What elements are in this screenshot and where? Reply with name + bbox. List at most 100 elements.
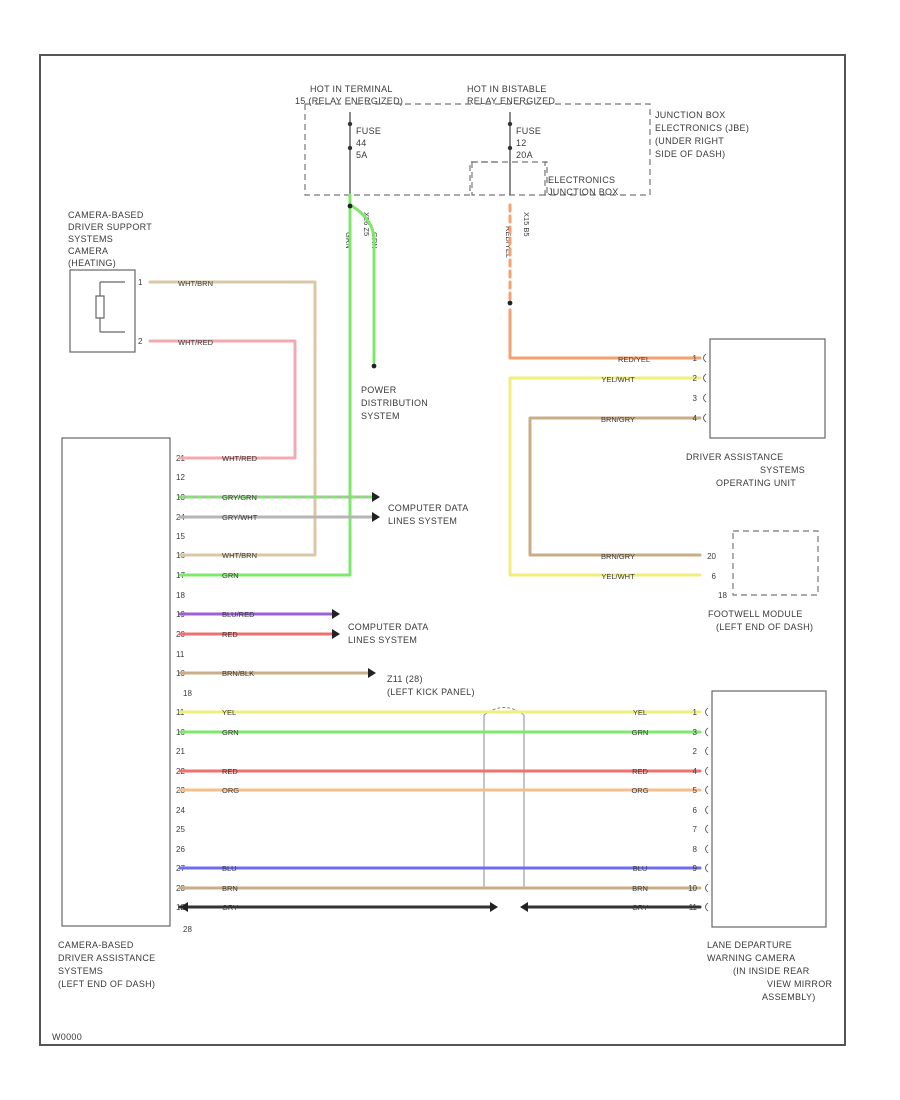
power-distribution-dot [371, 363, 377, 369]
lane-camera-label-line-1: LANE DEPARTURE [707, 940, 792, 950]
power-distribution-line-1: POWER [361, 385, 397, 395]
left-module-pins: 2112132415161718192011101110212223242526… [176, 454, 185, 912]
footwell-wire-label-1: BRN/GRY [601, 552, 635, 561]
left-wire-label-2: GRY/WHT [222, 513, 258, 522]
footwell-module-box [732, 530, 819, 596]
lane-departure-camera-box [711, 690, 827, 928]
lane-camera-connector-11 [705, 902, 709, 912]
lane-wire-left-label-2: RED [222, 767, 238, 776]
operating-unit-label-line-1: DRIVER ASSISTANCE [686, 452, 783, 462]
operating-unit-connector-1 [703, 353, 707, 363]
op-wire-label-4: BRN/GRY [601, 415, 635, 424]
camera-based-driver-assistance-module [61, 437, 171, 927]
left-module-label-line-3: SYSTEMS [58, 966, 103, 976]
diagram-frame [39, 54, 846, 1046]
left-pin-10: 11 [176, 650, 185, 659]
lane-camera-connector-2 [705, 727, 709, 737]
left-lower-pin-5: 24 [176, 806, 185, 815]
lane-camera-connector-7 [705, 824, 709, 834]
operating-unit-connector-4 [703, 413, 707, 423]
left-module-label-line-4: (LEFT END OF DASH) [58, 979, 155, 989]
arrow-shield-b [520, 902, 528, 912]
heater-element-icon [95, 282, 105, 332]
fuse-a-line-3: 5A [356, 150, 368, 160]
lane-camera-connector-8 [705, 844, 709, 854]
power-distribution-line-2: DISTRIBUTION [361, 398, 428, 408]
camera-wire-label-1: WHT/BRN [178, 279, 213, 288]
fuse-12-dot-top [507, 121, 513, 127]
camera-heating-box [69, 269, 136, 353]
camera-wire-label-2: WHT/RED [178, 338, 214, 347]
junction-box-label-line-1: JUNCTION BOX [655, 110, 726, 120]
lane-camera-connector-4 [705, 766, 709, 776]
lane-camera-pin-3: 2 [693, 747, 698, 756]
operating-unit-pin-2: 2 [693, 374, 698, 383]
operating-unit-box [709, 338, 826, 439]
footwell-pin-18: 18 [718, 591, 727, 600]
fuse-44-dot-bottom [347, 145, 353, 151]
lane-camera-connector-3 [705, 746, 709, 756]
operating-unit-pin-1: 1 [693, 354, 698, 363]
left-wire-label-6: RED [222, 630, 238, 639]
junction-box-label-line-2: ELECTRONICS (JBE) [655, 123, 749, 133]
lane-wire-left-label-0: YEL [222, 708, 236, 717]
lane-camera-connector-9 [705, 863, 709, 873]
left-wire-label-0: WHT/RED [222, 454, 258, 463]
left-wire-label-1: GRY/GRN [222, 493, 257, 502]
camera-label-line-3: SYSTEMS [68, 234, 113, 244]
footwell-pin-20: 20 [707, 552, 716, 561]
wire-yel-wht [508, 376, 702, 577]
footwell-wire-label-2: YEL/WHT [601, 572, 635, 581]
wire-brn-gry [528, 416, 702, 557]
computer-data-1-line-1: COMPUTER DATA [388, 503, 469, 513]
lane-camera-pin-5: 5 [693, 786, 698, 795]
lane-wire-right-label-6: GRY [632, 903, 648, 912]
lane-camera-pin-10: 10 [688, 884, 697, 893]
lane-wire-right-label-0: YEL [633, 708, 647, 717]
hot-label-1-line-1: HOT IN TERMINAL [310, 84, 393, 94]
lane-camera-connector-1 [705, 707, 709, 717]
left-pin-18-label: 18 [183, 689, 192, 698]
footwell-label-line-1: FOOTWELL MODULE [708, 609, 803, 619]
arrow-computer-data-1a [372, 492, 380, 502]
lane-camera-pin-7: 7 [693, 825, 698, 834]
left-module-label-line-1: CAMERA-BASED [58, 940, 134, 950]
operating-unit-connector-3 [703, 393, 707, 403]
camera-label-line-2: DRIVER SUPPORT [68, 222, 152, 232]
left-pin-4: 15 [176, 532, 185, 541]
fuse-b-line-1: FUSE [516, 126, 541, 136]
operating-unit-pin-4: 4 [693, 414, 698, 423]
fuse-44-dot-top [347, 121, 353, 127]
lane-wire-right-label-3: ORG [631, 786, 648, 795]
lane-wire-left-label-3: ORG [222, 786, 239, 795]
lane-wire-right-label-4: BLU [633, 864, 648, 873]
wire-red-yel-lower [508, 308, 702, 360]
fuse-b-line-2: 12 [516, 138, 527, 148]
camera-pin-1: 1 [138, 278, 143, 287]
lane-camera-connector-10 [705, 883, 709, 893]
op-wire-label-2: YEL/WHT [601, 375, 635, 384]
lane-wire-left-label-6: GRY [222, 903, 238, 912]
arrow-computer-data-2a [332, 609, 340, 619]
heater-leads [100, 281, 125, 333]
lane-camera-pin-9: 9 [693, 864, 698, 873]
left-wire-label-4: GRN [222, 571, 239, 580]
vertical-label-x26: X26 Z5 [362, 212, 371, 236]
wire-grn-fuse44-module [178, 193, 352, 577]
wires [148, 193, 709, 912]
computer-data-2-line-2: LINES SYSTEM [348, 635, 417, 645]
camera-label-line-5: (HEATING) [68, 258, 116, 268]
cable-shield-top [483, 707, 525, 716]
fuse-a-line-2: 44 [356, 138, 367, 148]
arrow-ground [368, 668, 376, 678]
ground-label-line-2: (LEFT KICK PANEL) [387, 687, 475, 697]
left-module-label-line-2: DRIVER ASSISTANCE [58, 953, 155, 963]
junction-box-label-line-3: (UNDER RIGHT [655, 136, 724, 146]
hot-label-2-line-1: HOT IN BISTABLE [467, 84, 547, 94]
lane-camera-pin-2: 3 [693, 728, 698, 737]
arrow-left-module-blk [180, 902, 188, 912]
lane-camera-pin-1: 1 [693, 708, 698, 717]
footwell-pin-6: 6 [712, 572, 717, 581]
operating-unit-label-line-2: SYSTEMS [760, 465, 805, 475]
left-wire-label-3: WHT/BRN [222, 551, 257, 560]
